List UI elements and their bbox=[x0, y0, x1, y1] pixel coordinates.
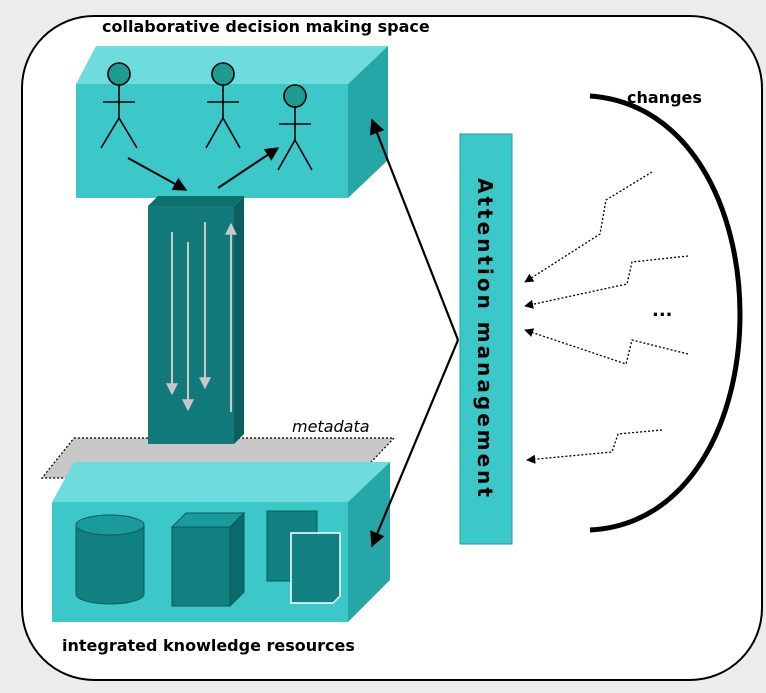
box-icon bbox=[170, 511, 246, 608]
flow-arrow bbox=[127, 157, 188, 191]
attention-to-decision-arrow bbox=[369, 118, 460, 341]
attention-to-resources-arrow bbox=[370, 339, 460, 548]
decision-space-title: collaborative decision making space bbox=[102, 17, 430, 36]
database-icon bbox=[75, 514, 145, 605]
flow-arrow bbox=[217, 147, 280, 189]
documents-icon bbox=[266, 510, 341, 604]
attention-bar bbox=[459, 133, 513, 545]
changes-arc bbox=[589, 93, 743, 533]
person-icon bbox=[277, 84, 313, 171]
change-signal-arrow bbox=[526, 429, 663, 464]
changes-label: changes bbox=[627, 88, 702, 107]
exchange-column bbox=[148, 196, 244, 444]
person-icon bbox=[100, 62, 138, 149]
metadata-label: metadata bbox=[292, 417, 370, 436]
person-icon bbox=[205, 62, 241, 149]
knowledge-resources-title: integrated knowledge resources bbox=[62, 636, 355, 655]
attention-label: Attention management bbox=[473, 178, 497, 500]
change-signal-arrow bbox=[524, 171, 653, 283]
change-signal-arrow bbox=[524, 328, 689, 365]
ellipsis-label: ... bbox=[652, 300, 673, 321]
change-signal-arrow bbox=[524, 255, 689, 309]
